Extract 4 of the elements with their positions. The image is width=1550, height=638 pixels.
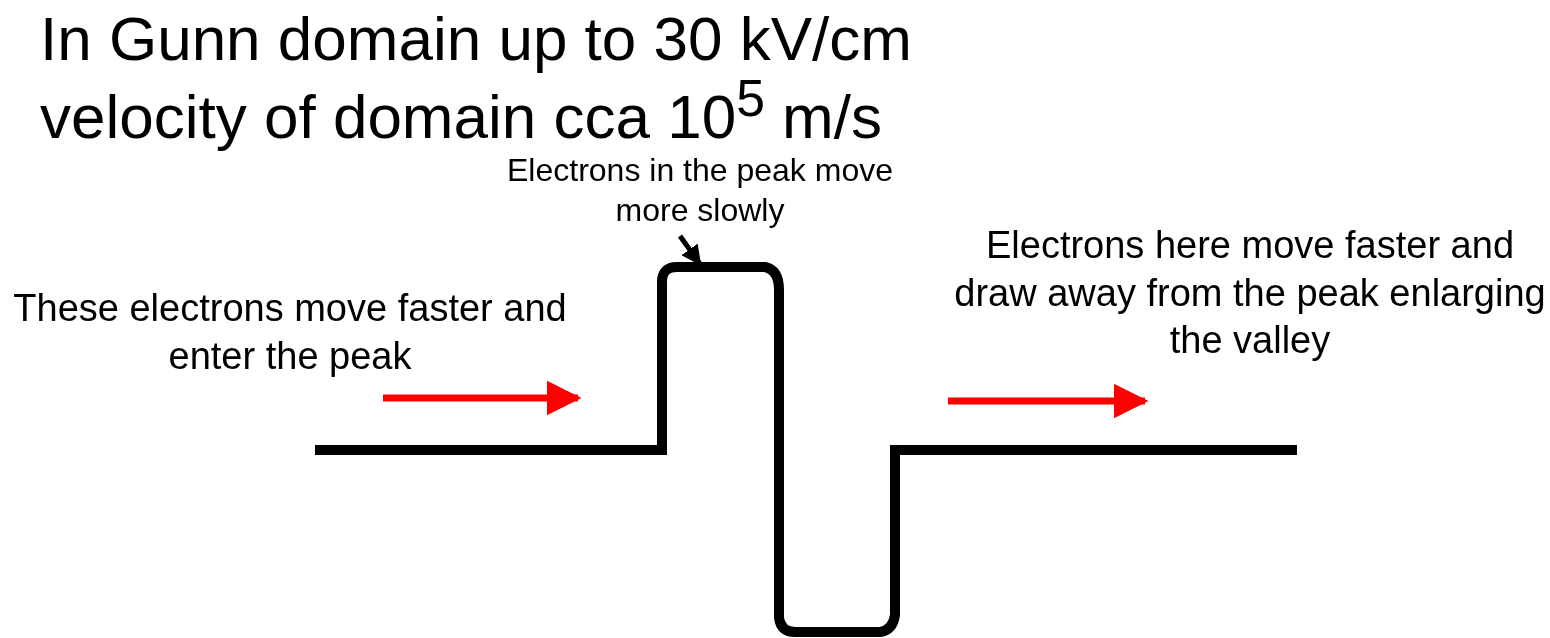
annotation-text: These electrons move faster and enter the peak <box>12 286 568 379</box>
annotation-text: Electrons in the peak move more slowly <box>490 150 910 230</box>
heading-text: In Gunn domain up to 30 kV/cm <box>40 3 912 75</box>
annotation-text: Electrons here move faster and draw away from the peak enlarging the valley <box>953 223 1547 363</box>
